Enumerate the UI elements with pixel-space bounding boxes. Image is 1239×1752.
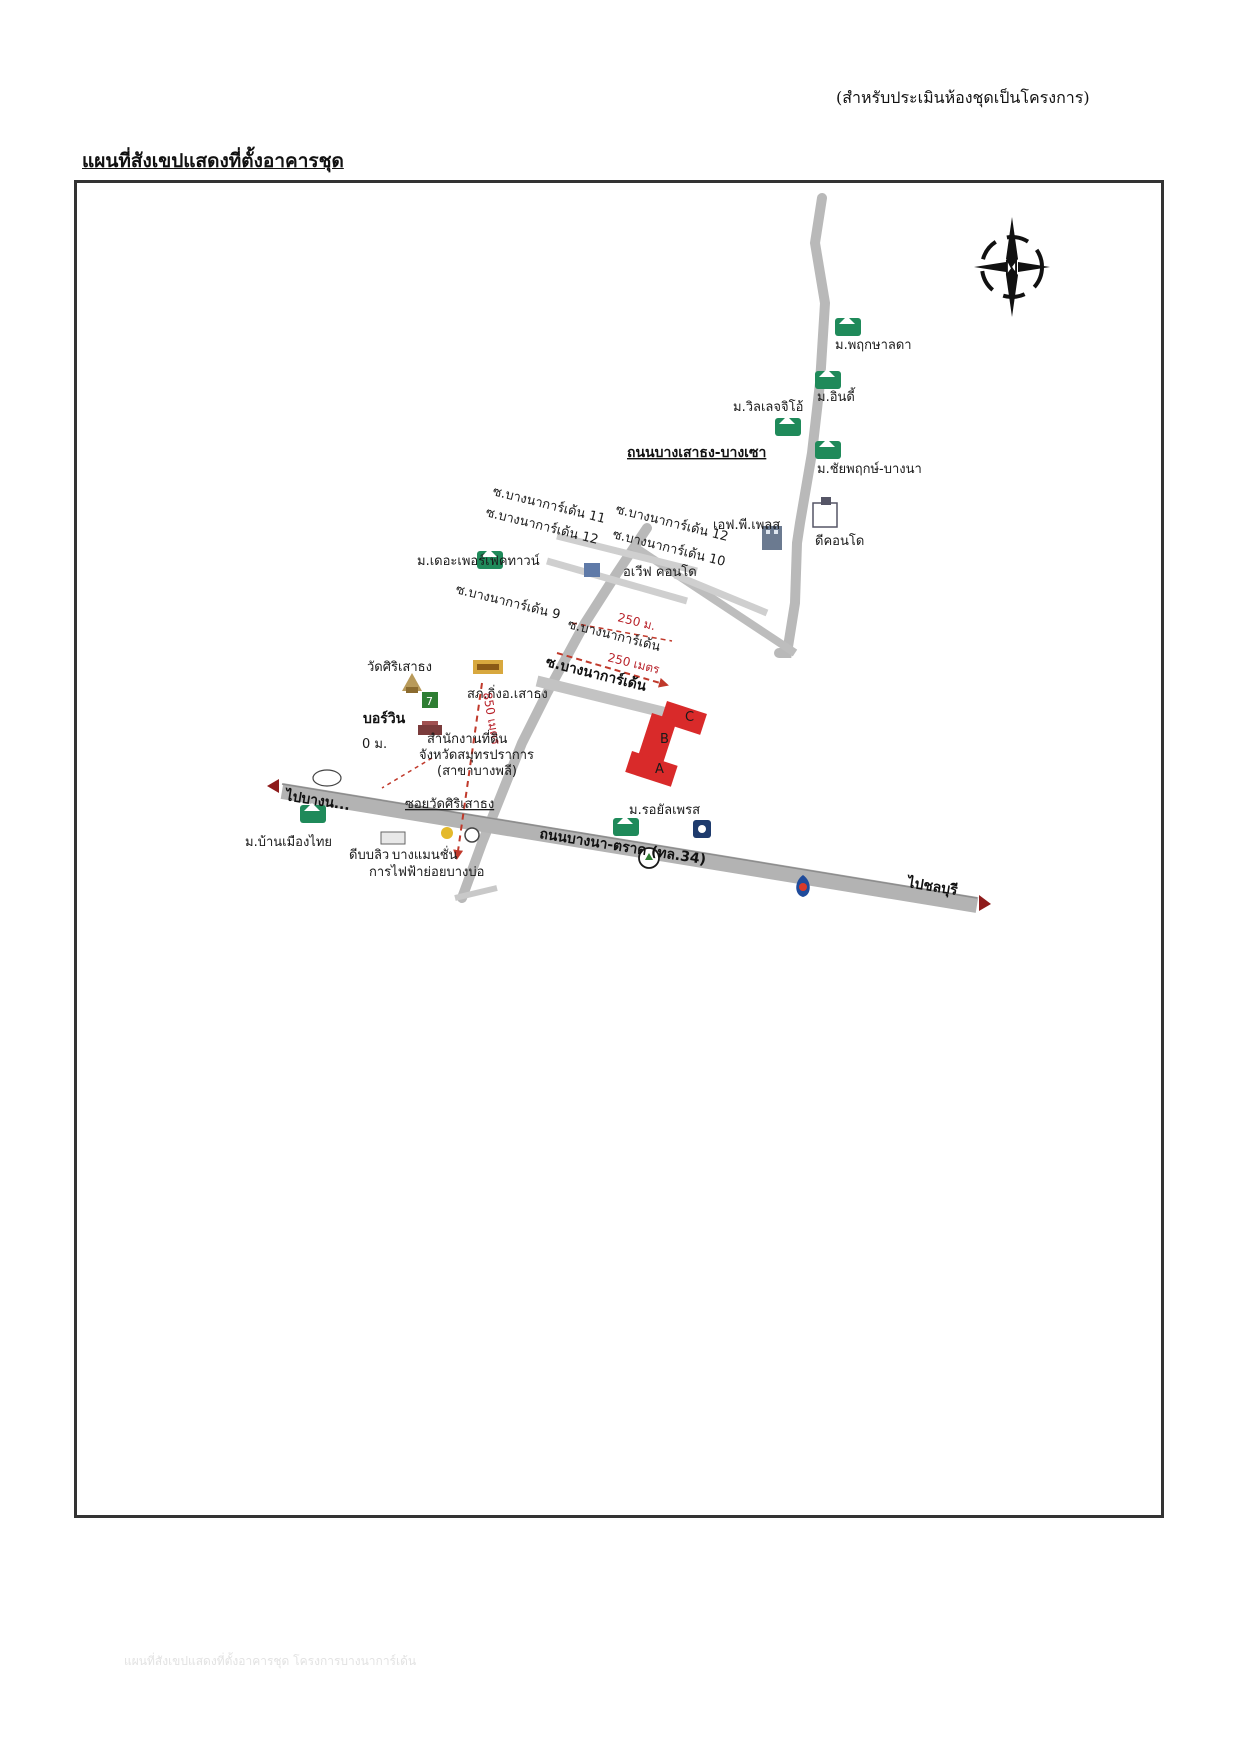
building-label-c: C — [685, 710, 694, 725]
village-icon-perfect — [477, 549, 503, 569]
seven-eleven-icon: 7 — [422, 692, 438, 708]
building-a — [625, 751, 678, 787]
label-pea: การไฟฟ้าย่อยบางบ่อ — [369, 864, 484, 880]
label-phruksa-lada: ม.พฤกษาลดา — [835, 338, 912, 353]
label-village-geo: ม.วิลเลจจิโอ้ — [733, 399, 803, 415]
label-road-bangsaothong: ถนนบางเสาธง-บางเซา — [627, 445, 766, 461]
map-canvas: C B A N — [245, 193, 1050, 913]
kbank-icon — [638, 847, 660, 869]
road-soi-10 — [673, 571, 769, 617]
village-icon-geo — [775, 416, 801, 436]
label-fp-place: เอฟ.พี.เพลส — [713, 517, 780, 533]
label-indy: ม.อินดี้ — [817, 387, 856, 405]
label-royal-pet: ม.รอยัลเพรส — [629, 803, 700, 818]
village-icon-indy — [815, 369, 841, 389]
land-office-icon — [418, 721, 442, 735]
label-soi-9: ซ.บางนาการ์เด้น 9 — [454, 581, 562, 623]
sun-icon — [441, 827, 453, 839]
pea-icon — [464, 827, 480, 843]
svg-text:7: 7 — [426, 695, 433, 708]
label-police: สภ.กิ่งอ.เสาธง — [467, 685, 548, 702]
village-icon-royal — [613, 816, 639, 836]
compass-letter: N — [1004, 256, 1019, 280]
dash-line-250b — [556, 652, 669, 688]
label-bangna-man: บางแมนชั่น — [392, 846, 458, 863]
dash-line-250a — [571, 622, 673, 642]
building-label-b: B — [660, 732, 669, 747]
arrow-to-chonburi — [979, 895, 991, 911]
temple-icon — [402, 673, 422, 693]
compass-icon: N — [974, 217, 1050, 317]
label-land-office-3: (สาขาบางพลี) — [437, 763, 517, 779]
school-icon — [380, 831, 406, 845]
village-icon-phruksa — [835, 316, 861, 336]
condo-icon-aviv — [584, 563, 600, 577]
label-chaiyaphruek: ม.ชัยพฤกษ์-บางนา — [817, 461, 922, 477]
road-bangna-trat-edge — [281, 783, 978, 899]
bank-icon — [693, 820, 711, 838]
page-title: แผนที่สังเขปแสดงที่ตั้งอาคารชุด — [82, 150, 344, 172]
building-label-a: A — [655, 762, 664, 777]
label-d-condo: ดีคอนโด — [815, 533, 864, 549]
label-aviv-condo: อเวีฟ คอนโด — [623, 564, 697, 580]
road-bangna-trat — [280, 783, 979, 913]
page-note: (สำหรับประเมินห้องชุดเป็นโครงการ) — [836, 88, 1090, 107]
label-border: บอร์วิน — [363, 710, 406, 727]
label-soi-wat-siri: ซอยวัดศิริเสาธง — [405, 797, 494, 812]
road-bangsaothong — [774, 193, 831, 658]
condo-icon-d — [812, 497, 838, 528]
road-soi-12 — [546, 557, 688, 605]
building-c — [660, 701, 707, 735]
condo-icon-fp — [762, 526, 782, 550]
project-buildings: C B A — [625, 701, 707, 787]
label-distance-0m: 0 ม. — [362, 737, 387, 752]
label-dibbs: ดีบบลิว — [349, 847, 389, 863]
label-wat-siri: วัดศิริเสาธง — [367, 660, 432, 675]
label-perfect-town: ม.เดอะเพอร์เฟคทาวน์ — [417, 553, 540, 569]
dash-line-0m — [381, 757, 433, 789]
arrow-to-bangna — [267, 779, 279, 793]
ptt-icon — [796, 875, 810, 897]
map-frame: C B A N — [74, 180, 1164, 1518]
village-icon-ban-muang — [300, 803, 326, 823]
label-ban-muang-thai: ม.บ้านเมืองไทย — [245, 834, 332, 850]
label-land-office-1: สำนักงานที่ดิน — [427, 730, 508, 747]
cafe-icon — [312, 769, 342, 787]
road-soi-wat — [454, 885, 498, 901]
dash-line-850 — [453, 682, 483, 860]
village-icon-chaiyaphruek — [815, 439, 841, 459]
police-station-icon — [473, 660, 503, 674]
road-soi-11 — [556, 532, 698, 575]
label-land-office-2: จังหวัดสมุทรปราการ — [419, 748, 534, 763]
footer-faint-text: แผนที่สังเขปแสดงที่ตั้งอาคารชุด โครงการบ… — [124, 1654, 417, 1668]
